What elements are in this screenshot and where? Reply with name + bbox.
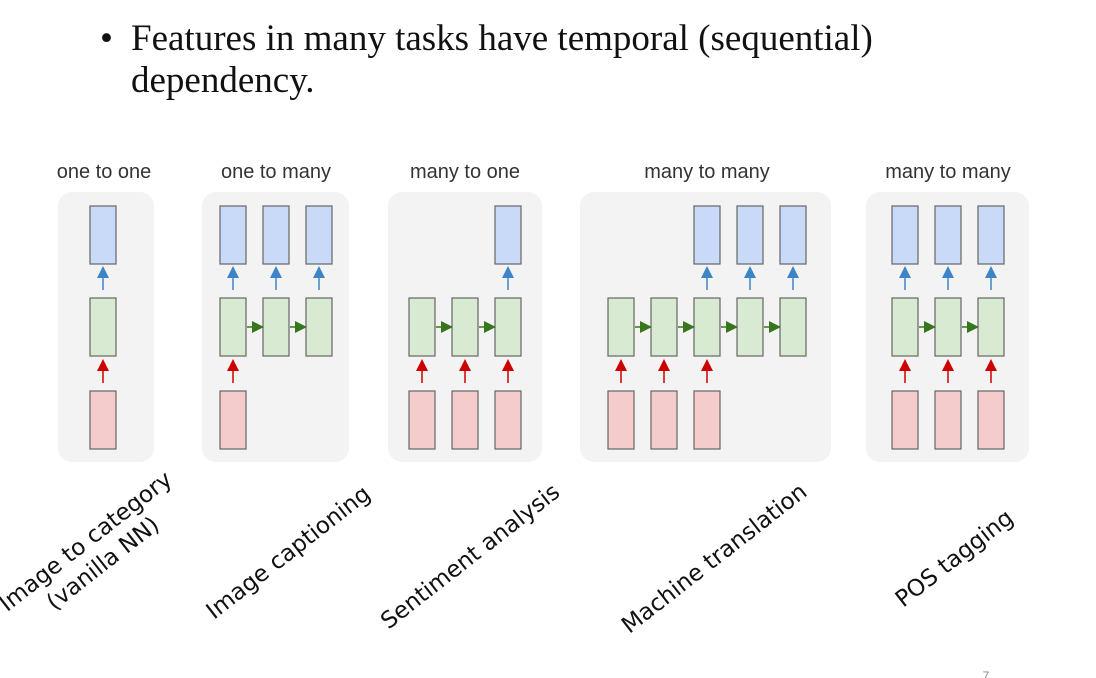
input-box	[89, 390, 117, 450]
caption-sentiment-analysis: Sentiment analysis	[376, 479, 565, 635]
hidden-box	[408, 297, 436, 357]
output-box	[934, 205, 962, 265]
hidden-box	[219, 297, 247, 357]
output-box	[693, 205, 721, 265]
panel-header-many-to-many-tagging: many to many	[885, 161, 1011, 183]
hidden-box	[977, 297, 1005, 357]
input-box	[891, 390, 919, 450]
output-box	[779, 205, 807, 265]
bullet-text: Features in many tasks have temporal (se…	[131, 18, 873, 101]
hidden-box	[494, 297, 522, 357]
output-box	[219, 205, 247, 265]
input-box	[408, 390, 436, 450]
hidden-box	[262, 297, 290, 357]
caption-pos-tagging: POS tagging	[891, 505, 1019, 613]
input-box	[693, 390, 721, 450]
caption-line: Sentiment analysis	[376, 479, 565, 635]
output-box	[262, 205, 290, 265]
caption-image-captioning: Image captioning	[202, 481, 376, 625]
hidden-box	[891, 297, 919, 357]
caption-line: Machine translation	[617, 479, 812, 639]
input-box	[934, 390, 962, 450]
hidden-box	[934, 297, 962, 357]
input-box	[494, 390, 522, 450]
input-box	[650, 390, 678, 450]
hidden-box	[779, 297, 807, 357]
input-box	[607, 390, 635, 450]
hidden-box	[451, 297, 479, 357]
input-box	[219, 390, 247, 450]
output-box	[89, 205, 117, 265]
output-box	[305, 205, 333, 265]
hidden-box	[736, 297, 764, 357]
hidden-box	[89, 297, 117, 357]
caption-image-to-category: Image to category (vanilla NN)	[0, 466, 177, 617]
input-box	[451, 390, 479, 450]
hidden-box	[607, 297, 635, 357]
caption-line: POS tagging	[891, 505, 1019, 613]
output-box	[494, 205, 522, 265]
panel-header-many-to-many-translation: many to many	[644, 161, 770, 183]
output-box	[736, 205, 764, 265]
output-box	[977, 205, 1005, 265]
bullet-marker: •	[100, 18, 113, 59]
input-box	[977, 390, 1005, 450]
hidden-box	[305, 297, 333, 357]
caption-line: Image captioning	[202, 481, 376, 625]
panel-header-many-to-one: many to one	[410, 161, 520, 183]
hidden-box	[693, 297, 721, 357]
page-number: 7	[983, 669, 990, 678]
panel-header-one-to-one: one to one	[57, 161, 152, 183]
panel-header-one-to-many: one to many	[221, 161, 331, 183]
caption-machine-translation: Machine translation	[617, 479, 812, 639]
hidden-box	[650, 297, 678, 357]
output-box	[891, 205, 919, 265]
